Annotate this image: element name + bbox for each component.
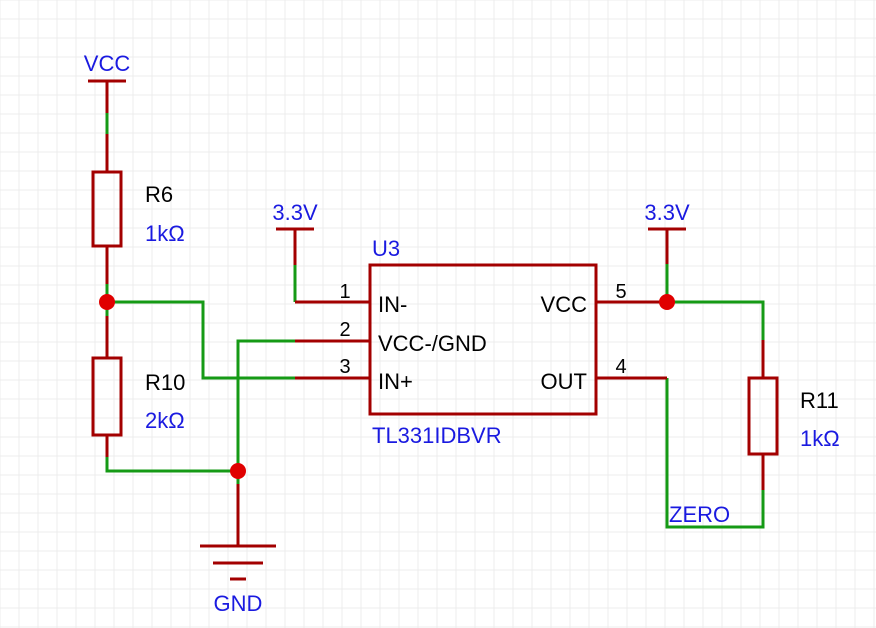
u3-pin5-number: 5 [615,281,626,303]
u3-pin2-name: VCC-/GND [378,331,487,356]
v33-right-label: 3.3V [644,200,690,225]
v33-left-label: 3.3V [272,200,318,225]
vcc-label: VCC [84,51,131,76]
r10-body[interactable] [91,356,123,437]
u3-pin3-number: 3 [339,356,350,378]
r6-value: 1kΩ [145,221,185,246]
wires [105,113,765,529]
gnd-label: GND [214,591,263,616]
u3-pin1-name: IN- [378,292,407,317]
designators: R6 R10 R11 1 2 3 5 4 IN- VCC-/GND IN+ VC… [145,182,839,413]
u3-part: TL331IDBVR [372,423,502,448]
components [88,79,779,581]
wire-pin2-to-gnd[interactable] [236,339,295,484]
v33-right-port-symbol[interactable] [648,227,686,264]
v33-left-port-symbol[interactable] [276,227,314,265]
r6-ref: R6 [145,182,173,207]
gnd-port-symbol[interactable] [200,484,276,581]
vcc-port-symbol[interactable] [88,79,126,113]
wire-out-zero[interactable] [665,378,765,529]
r11-value: 1kΩ [800,426,840,451]
u3-pin1-number: 1 [339,281,350,303]
r10-ref: R10 [145,370,185,395]
wire-vcc-to-r11[interactable] [667,300,765,340]
u3-pin2-number: 2 [339,319,350,341]
u3-pin3-name: IN+ [378,369,413,394]
r11-body[interactable] [747,376,779,456]
junction-gnd [230,463,246,479]
wire-divider-to-in-plus[interactable] [107,300,295,380]
r6-body[interactable] [91,170,123,248]
labels: VCC 3.3V 3.3V GND 1kΩ 2kΩ 1kΩ U3 TL331ID… [84,51,840,616]
junction-divider [99,294,115,310]
junctions [99,294,675,479]
junction-vcc-right [659,294,675,310]
u3-pin4-number: 4 [615,356,626,378]
u3-ref: U3 [372,236,400,261]
wire-r10-to-gnd[interactable] [105,457,238,473]
r10-value: 2kΩ [145,408,185,433]
u3-pin5-name: VCC [541,292,588,317]
net-label-zero[interactable]: ZERO [669,502,730,527]
u3-pin4-name: OUT [541,369,587,394]
r11-ref: R11 [800,388,839,413]
